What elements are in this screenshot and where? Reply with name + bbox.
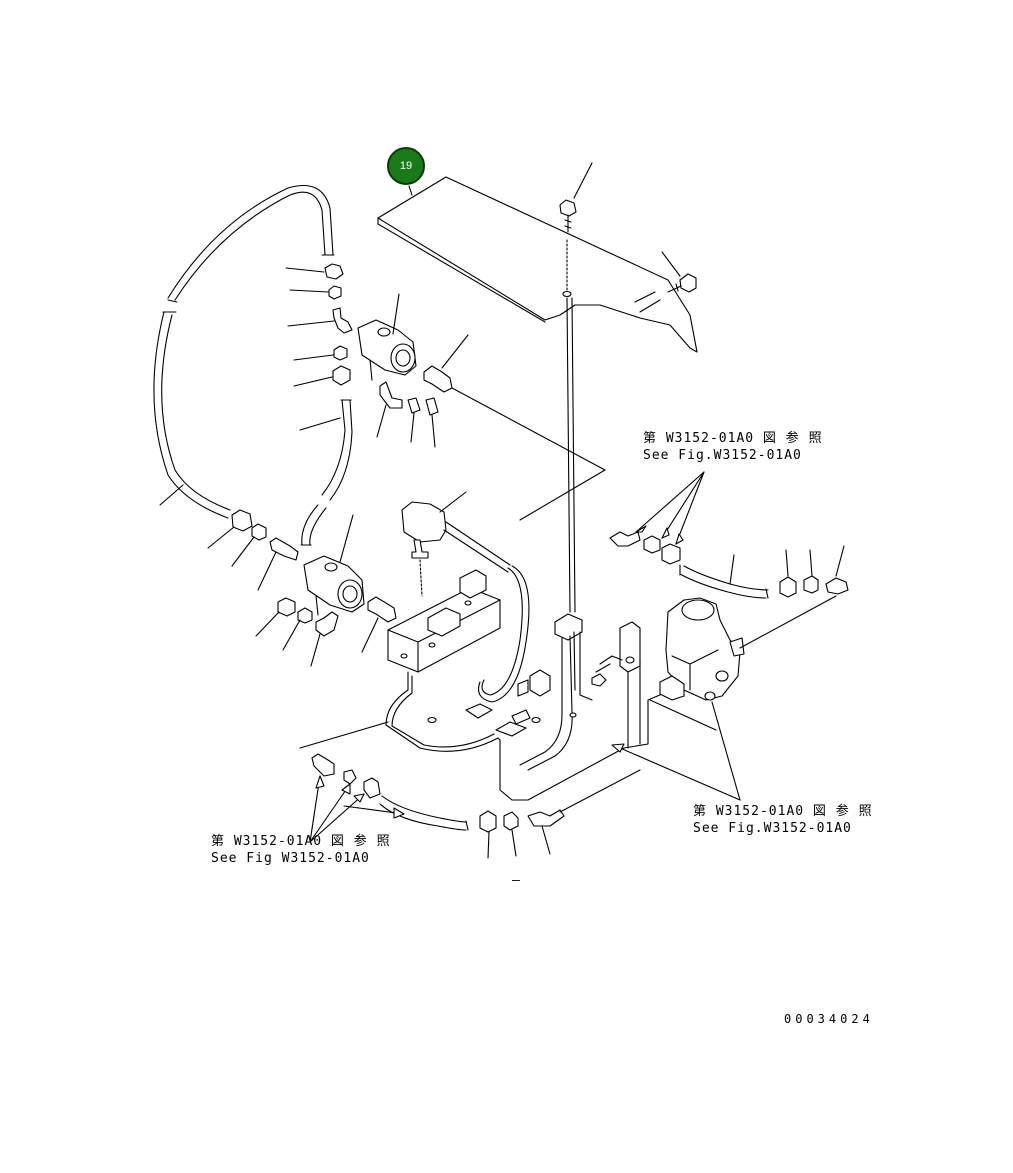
manifold-block [387, 569, 501, 673]
fitting-lower-right [361, 596, 397, 653]
drawing-number: 00034024 [784, 1012, 874, 1026]
reference-en: See Fig W3152-01A0 [211, 851, 370, 866]
bolt-right [661, 251, 697, 293]
reference-arrow-right [619, 747, 741, 801]
valve-right [659, 595, 837, 801]
reference-jp: 第 W3152-01A0 図 参 照 [693, 804, 873, 819]
reference-upper-right: 第 W3152-01A0 図 参 照 See Fig.W3152-01A0 [643, 430, 823, 464]
harness [481, 567, 523, 696]
bolt-top [559, 162, 593, 298]
reference-lower-left: 第 W3152-01A0 図 参 照 See Fig W3152-01A0 [211, 833, 391, 867]
valve-lower [303, 514, 365, 616]
fittings-bottom [309, 753, 641, 859]
leader-line [408, 185, 413, 196]
base-plate [299, 671, 717, 801]
valve-upper [357, 293, 417, 381]
connectors [517, 669, 551, 697]
hose-right [609, 471, 849, 599]
reference-jp: 第 W3152-01A0 図 参 照 [643, 431, 823, 446]
fittings-lower-small [255, 597, 339, 667]
fittings-upper [285, 263, 353, 546]
reference-jp: 第 W3152-01A0 図 参 照 [211, 834, 391, 849]
bracket [519, 613, 641, 771]
hose-upper-left [153, 184, 335, 519]
solenoid [401, 491, 511, 597]
fittings-lower-left [207, 509, 299, 591]
stray-mark: – [512, 873, 521, 888]
reference-lower-right: 第 W3152-01A0 図 参 照 See Fig.W3152-01A0 [693, 803, 873, 837]
reference-en: See Fig.W3152-01A0 [643, 448, 802, 463]
callout-number: 19 [399, 160, 413, 172]
callout-19[interactable]: 19 [387, 147, 425, 185]
support-rod [566, 297, 571, 613]
fittings-upper-small [376, 381, 439, 448]
fitting-upper-right [423, 334, 606, 521]
cover-plate [377, 176, 698, 353]
reference-en: See Fig.W3152-01A0 [693, 821, 852, 836]
